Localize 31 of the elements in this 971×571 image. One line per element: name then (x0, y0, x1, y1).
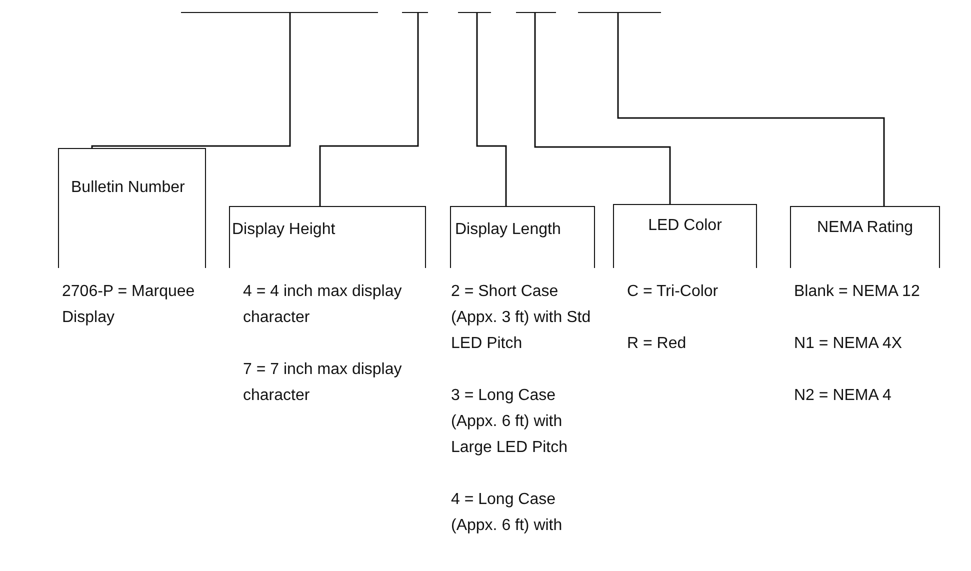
option-description: Blank = NEMA 12 (794, 282, 921, 302)
leader-line (534, 13, 671, 204)
option-description: 2 = Short Case (Appx. 3 ft) with Std LED Pitch (451, 282, 592, 354)
option-description: R = Red (627, 334, 688, 354)
blank-line (458, 12, 491, 13)
field-heading: Display Length (455, 221, 561, 239)
header-bracket (450, 206, 595, 268)
header-bracket (613, 204, 757, 268)
leader-line (91, 13, 291, 148)
option-description: 7 = 7 inch max display character (243, 360, 403, 406)
header-bracket (229, 206, 426, 268)
blank-line (181, 12, 378, 13)
field-heading: Display Height (232, 221, 336, 239)
header-bracket (58, 148, 206, 268)
blank-line (516, 12, 556, 13)
option-description: N2 = NEMA 4 (794, 386, 892, 406)
leader-line (617, 13, 885, 206)
leader-line (319, 13, 419, 206)
option-description: 4 = Long Case (Appx. 6 ft) with (451, 490, 564, 536)
option-description: N1 = NEMA 4X (794, 334, 904, 354)
option-description: C = Tri-Color (627, 282, 720, 302)
leader-line (476, 13, 507, 206)
field-heading: LED Color (647, 217, 723, 235)
field-heading: Bulletin Number (71, 179, 185, 197)
blank-line (402, 12, 428, 13)
header-bracket (790, 206, 940, 268)
field-heading: NEMA Rating (816, 219, 914, 237)
option-description: 4 = 4 inch max display character (243, 282, 403, 328)
blank-line (578, 12, 661, 13)
option-description: 2706-P = Marquee Display (62, 282, 196, 328)
option-description: 3 = Long Case (Appx. 6 ft) with Large LED Pitch (451, 386, 569, 458)
